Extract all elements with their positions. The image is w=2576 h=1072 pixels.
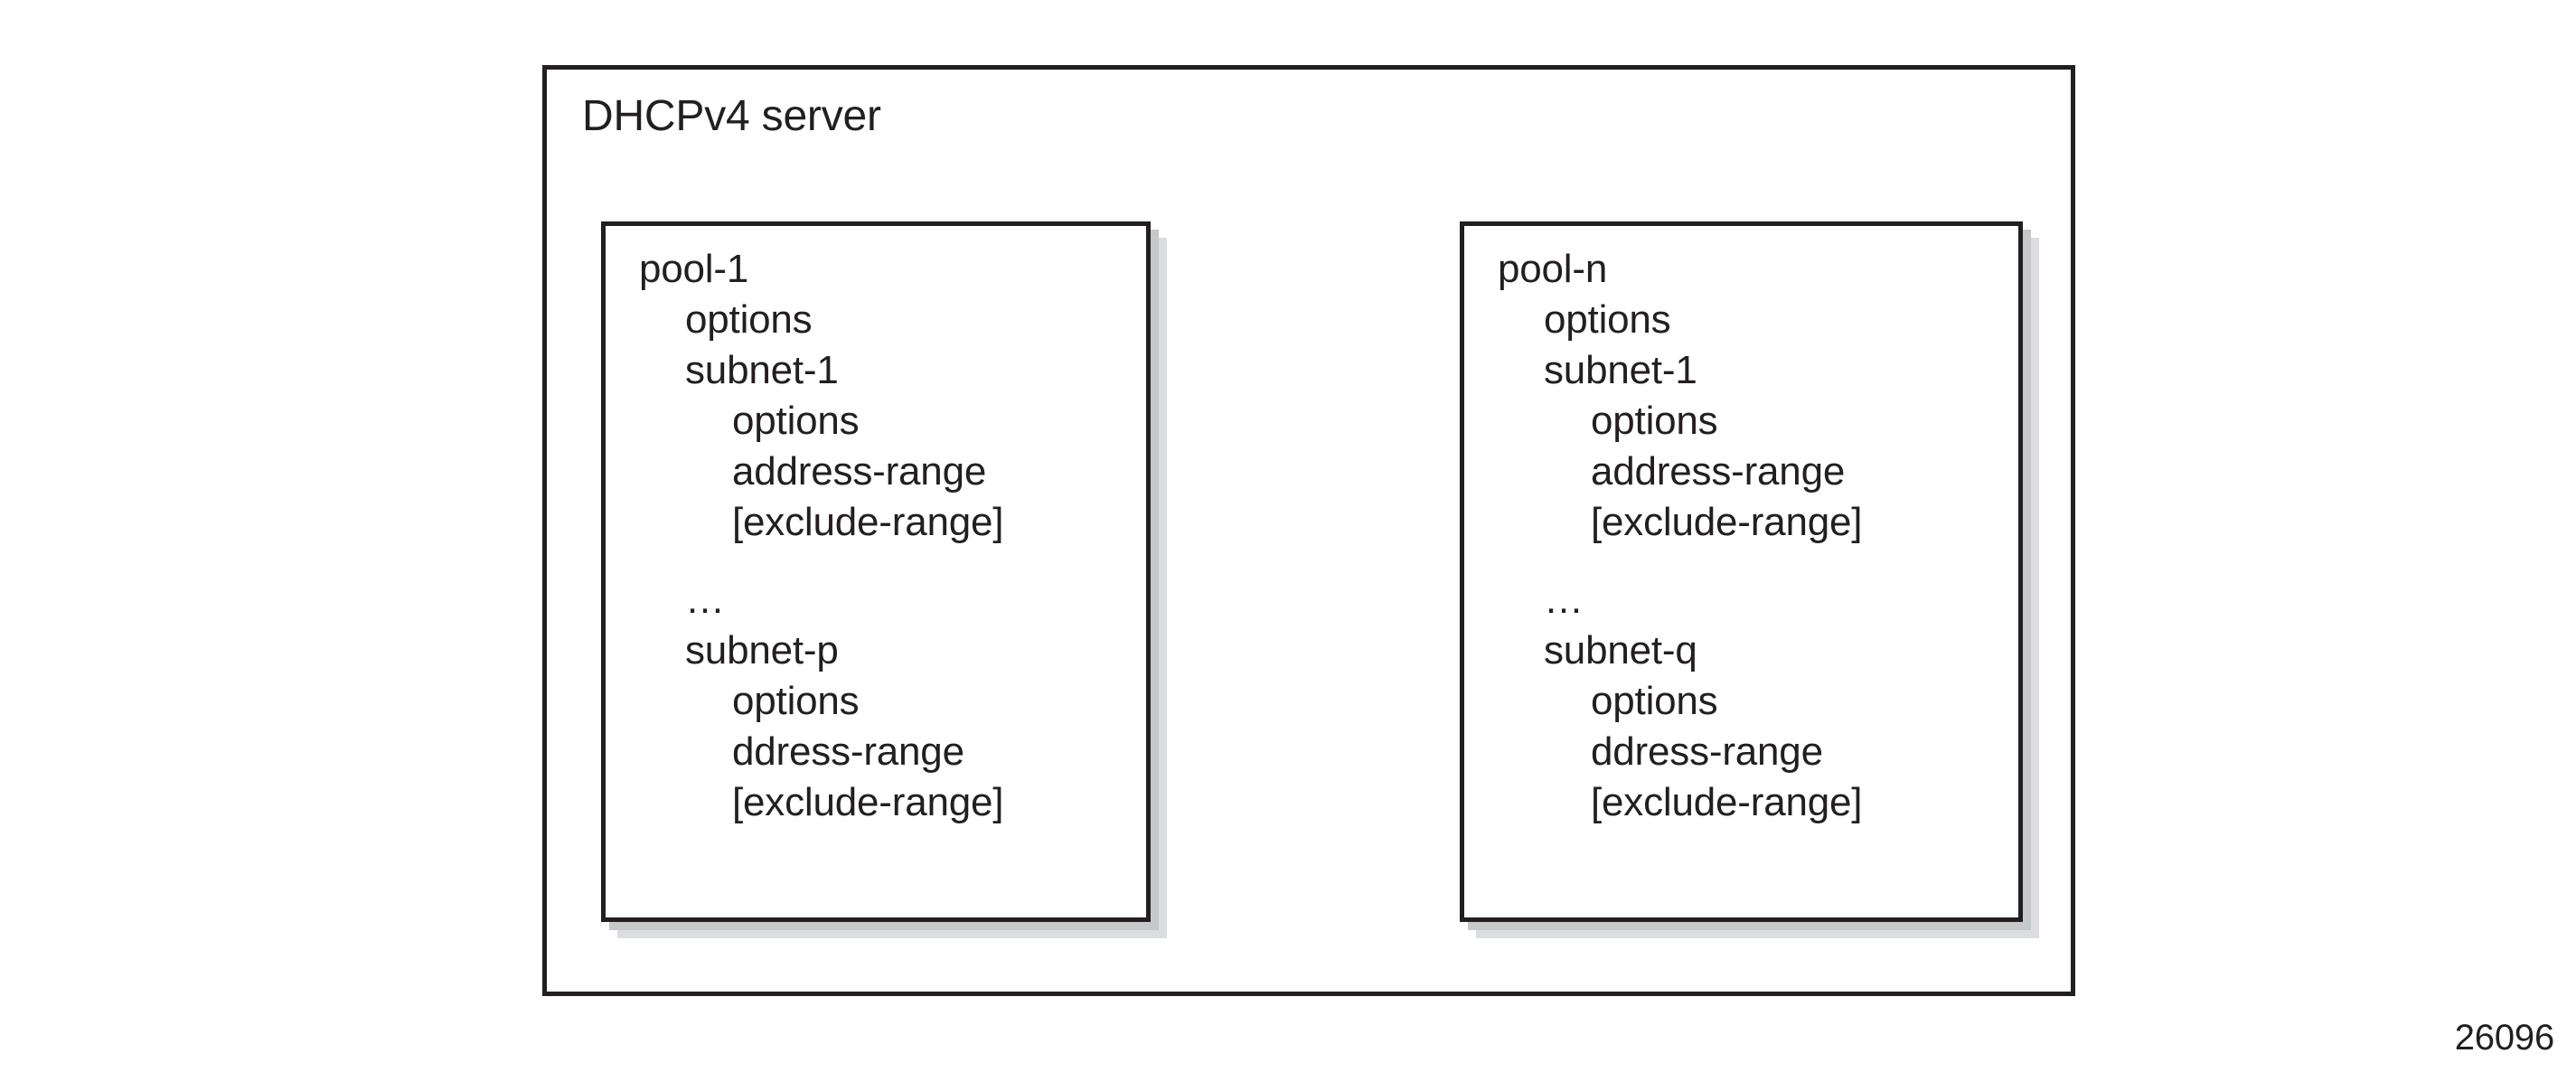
pool-line: ddress-range bbox=[732, 729, 964, 774]
pool-box-last: pool-n options subnet-1 options address-rang… bbox=[1460, 221, 2023, 922]
pool-last-line-list: pool-n options subnet-1 options address-rang… bbox=[1464, 244, 2018, 828]
pool-line: [exclude-range] bbox=[732, 500, 1004, 544]
pool-line: subnet-p bbox=[685, 628, 839, 672]
pool-line: pool-n bbox=[1498, 247, 1608, 291]
pool-line: pool-1 bbox=[639, 247, 749, 291]
pool-line: subnet-1 bbox=[685, 348, 839, 392]
pool-line: [exclude-range] bbox=[1591, 500, 1863, 544]
dhcpv4-server-container: DHCPv4 server pool-1 options subnet-1 optio… bbox=[542, 65, 2075, 996]
pool-line: options bbox=[1591, 679, 1718, 723]
pool-line: options bbox=[1591, 399, 1718, 443]
pool-first-line-list: pool-1 options subnet-1 options address-rang… bbox=[606, 244, 1146, 828]
pool-line: [exclude-range] bbox=[732, 780, 1004, 824]
pool-line: address-range bbox=[732, 449, 987, 494]
figure-number: 26096 bbox=[2454, 1018, 2554, 1058]
pool-line: address-range bbox=[1591, 449, 1846, 494]
pool-line: … bbox=[1544, 578, 1584, 622]
pool-line: options bbox=[1544, 297, 1671, 342]
pool-line: options bbox=[732, 679, 860, 723]
pool-line: … bbox=[685, 578, 725, 622]
pool-box-first: pool-1 options subnet-1 options address-rang… bbox=[601, 221, 1151, 922]
pool-line: subnet-1 bbox=[1544, 348, 1697, 392]
server-title: DHCPv4 server bbox=[582, 92, 881, 140]
pool-line: [exclude-range] bbox=[1591, 780, 1863, 824]
pool-line: options bbox=[685, 297, 813, 342]
pool-line: options bbox=[732, 399, 860, 443]
pool-line: subnet-q bbox=[1544, 628, 1697, 672]
pool-line: ddress-range bbox=[1591, 729, 1823, 774]
